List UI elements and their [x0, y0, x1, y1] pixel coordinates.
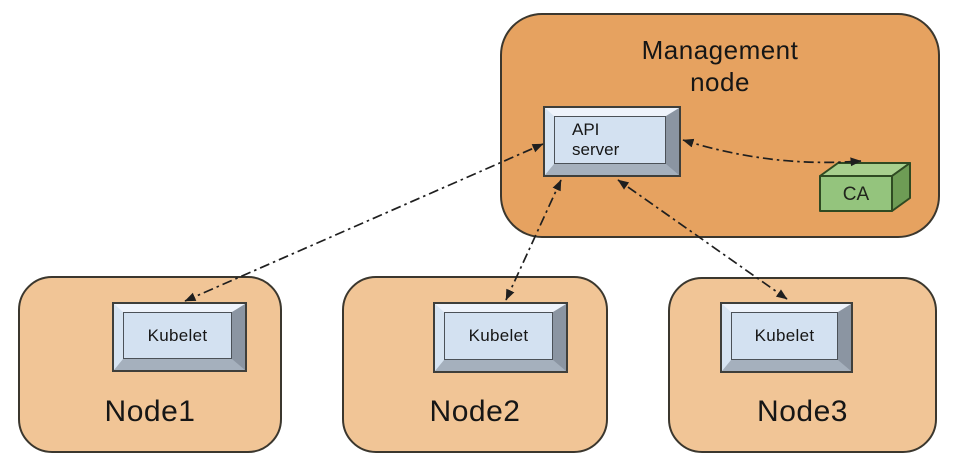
kubelet-box-node2: Kubelet: [433, 302, 568, 373]
kubelet-box-node3: Kubelet: [720, 302, 853, 373]
node1-label: Node1: [104, 395, 196, 428]
kubelet-bevel: [114, 304, 245, 370]
kubelet-bevel: [435, 304, 566, 371]
kubelet-face: Kubelet: [731, 312, 838, 360]
api-server-face: API server: [554, 116, 666, 164]
api-server-bevel: [545, 108, 679, 175]
api-server-box: API server: [543, 106, 681, 177]
kubelet-label-node2: Kubelet: [468, 326, 529, 345]
api-server-label: API server: [572, 119, 620, 159]
management-node-label: Management node: [641, 35, 799, 97]
node2-label: Node2: [429, 395, 521, 428]
kubelet-label-node1: Kubelet: [147, 325, 208, 345]
node3-label: Node3: [757, 395, 848, 428]
kubelet-face: Kubelet: [123, 312, 232, 359]
kubelet-bevel: [722, 304, 851, 371]
kubelet-face: Kubelet: [444, 312, 553, 360]
kubelet-box-node1: Kubelet: [112, 302, 247, 372]
kubelet-label-node3: Kubelet: [754, 326, 815, 345]
